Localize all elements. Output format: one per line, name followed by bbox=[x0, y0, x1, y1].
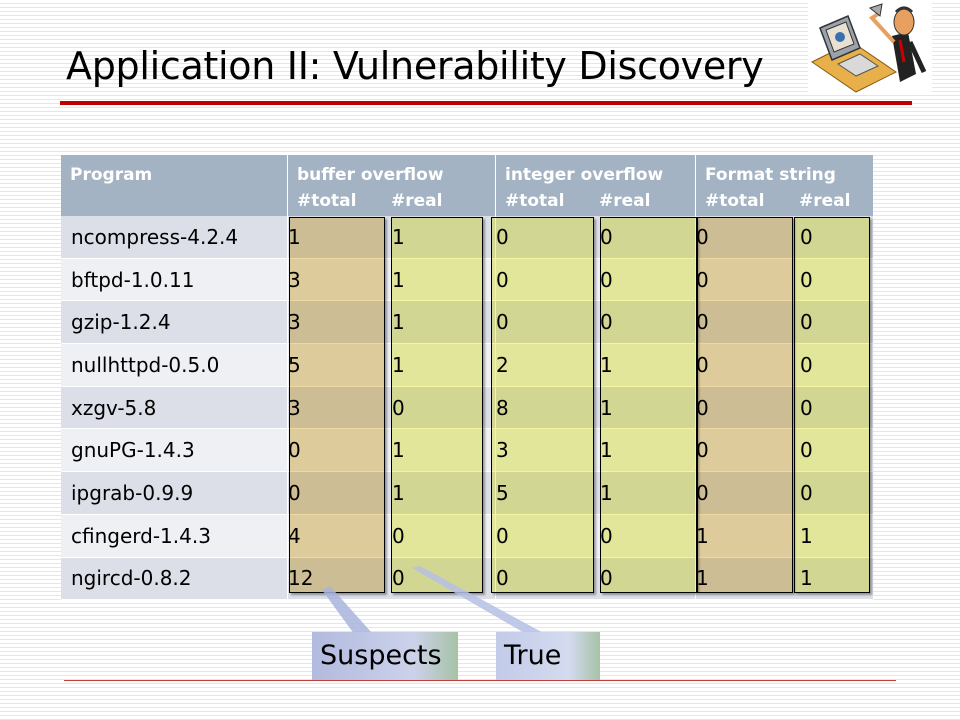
program-cell: nullhttpd-0.5.0 bbox=[61, 344, 288, 387]
header-integer-overflow: integer overflow #total #real bbox=[496, 155, 696, 216]
title-underline bbox=[60, 101, 912, 105]
person-at-computer-illustration-icon bbox=[808, 2, 932, 94]
header-label: integer overflow bbox=[505, 165, 664, 185]
header-sub-total: #total bbox=[505, 191, 565, 211]
header-label: Format string bbox=[705, 165, 836, 185]
header-buffer-overflow: buffer overflow #total #real bbox=[288, 155, 496, 216]
header-sub-total: #total bbox=[705, 191, 765, 211]
header-sub-real: #real bbox=[391, 191, 443, 211]
highlight-fs-real bbox=[794, 217, 870, 593]
program-cell: ngircd-0.8.2 bbox=[61, 557, 288, 601]
program-cell: gzip-1.2.4 bbox=[61, 301, 288, 345]
highlight-bo-total bbox=[289, 217, 385, 593]
program-cell: xzgv-5.8 bbox=[61, 386, 288, 430]
header-label: buffer overflow bbox=[297, 165, 444, 185]
header-format-string: Format string #total #real bbox=[696, 155, 873, 216]
header-sub-total: #total bbox=[297, 191, 357, 211]
highlight-fs-total bbox=[697, 217, 793, 593]
program-cell: gnuPG-1.4.3 bbox=[61, 429, 288, 473]
header-program: Program bbox=[61, 155, 288, 216]
true-callout: True bbox=[496, 632, 600, 680]
header-sub-real: #real bbox=[799, 191, 851, 211]
header-sub-real: #real bbox=[599, 191, 651, 211]
header-label: Program bbox=[70, 165, 153, 185]
highlight-io-real bbox=[600, 217, 697, 593]
suspects-callout: Suspects bbox=[312, 632, 458, 680]
program-cell: bftpd-1.0.11 bbox=[61, 258, 288, 302]
program-cell: ncompress-4.2.4 bbox=[61, 216, 288, 259]
highlight-bo-real bbox=[391, 217, 483, 593]
slide-title: Application II: Vulnerability Discovery bbox=[66, 44, 764, 88]
program-cell: cfingerd-1.4.3 bbox=[61, 514, 288, 558]
highlight-io-total bbox=[491, 217, 594, 593]
program-cell: ipgrab-0.9.9 bbox=[61, 472, 288, 515]
table-header-row: Program buffer overflow #total #real integ… bbox=[61, 155, 873, 216]
footer-rule bbox=[64, 680, 896, 681]
